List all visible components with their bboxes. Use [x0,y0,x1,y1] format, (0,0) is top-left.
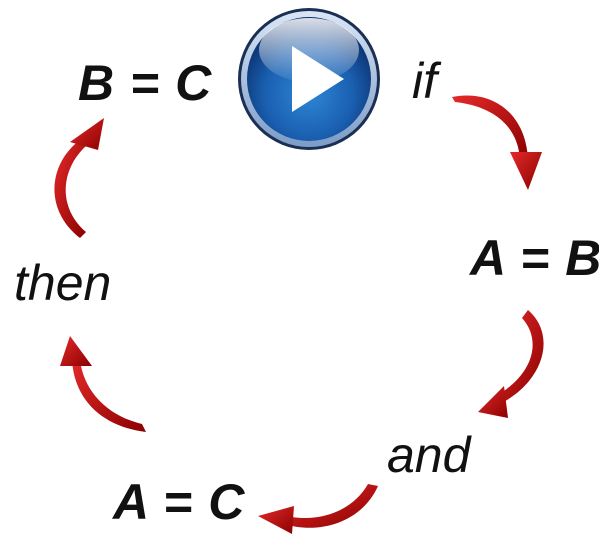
arrow-ab-to-and [478,310,544,418]
play-button[interactable] [236,6,382,152]
arrow-and-to-ac [258,484,378,534]
statement-a-equals-b: A = B [470,230,599,286]
word-and: and [387,427,471,483]
play-icon [238,8,380,150]
word-if: if [412,53,437,109]
statement-b-equals-c: B = C [78,55,213,111]
statement-a-equals-c: A = C [113,474,246,530]
arrow-ac-to-then [60,336,146,432]
arrow-if-to-ab [452,95,542,190]
arrow-then-to-bc [54,118,104,238]
word-then: then [14,255,112,311]
